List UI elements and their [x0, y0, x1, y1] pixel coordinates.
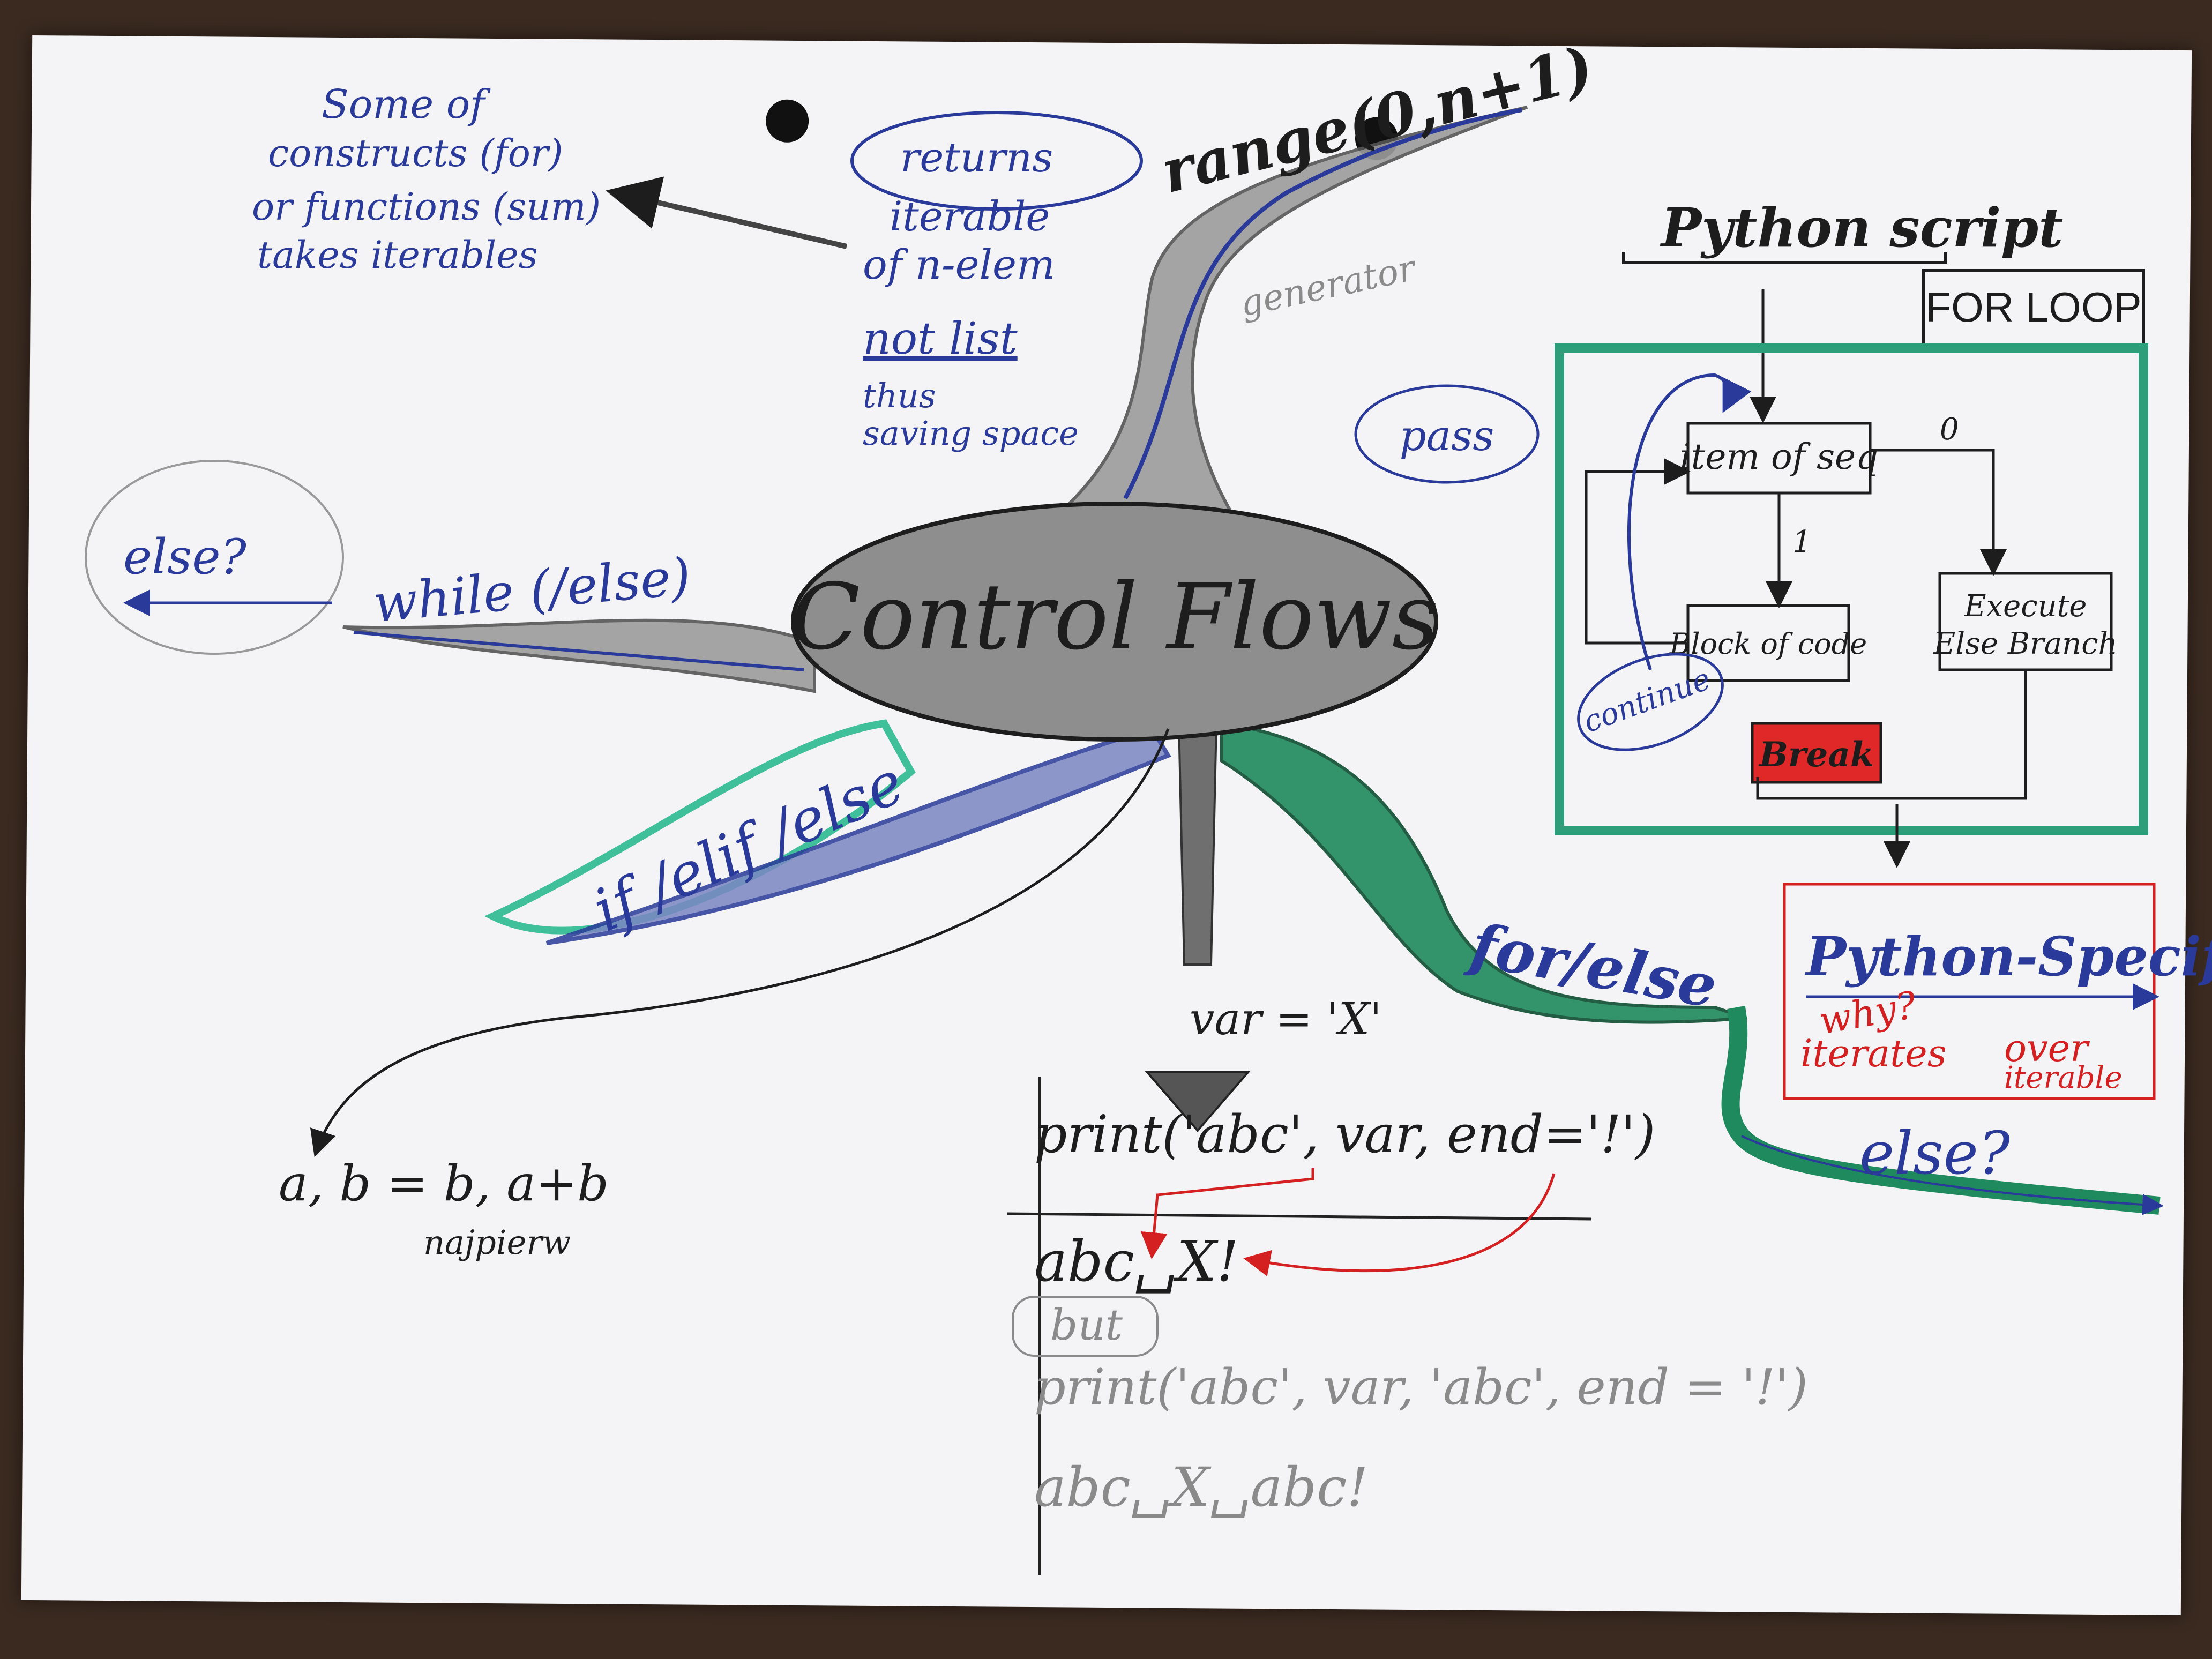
flow-continue-bubble [1577, 653, 1724, 751]
flow-edge-exit [1756, 670, 2027, 800]
print-assign: var = 'X' [1190, 994, 1382, 1045]
range-note-notlist: not list [863, 313, 1018, 364]
print-divider [1007, 1212, 1592, 1221]
print-red-arrow-2 [1140, 1168, 1314, 1259]
flow-edge-zero: 0 [1940, 412, 1959, 447]
python-specific-note-over: over [2004, 1026, 2090, 1070]
flow-node-block-label: Block of code [1669, 627, 1867, 661]
iterables-note-1: Some of [322, 81, 491, 128]
pass-label: pass [1400, 412, 1494, 460]
print-output: abc␣X! [1034, 1229, 1239, 1294]
flow-continue-arrow [1627, 373, 1752, 670]
flow-node-else-label-1: Execute [1964, 589, 2087, 624]
center-node [791, 502, 1438, 742]
iterables-note-4: takes iterables [257, 233, 538, 277]
swap-arrow [310, 728, 1170, 1157]
print-code-2: print('abc', var, 'abc', end = '!') [1034, 1358, 1808, 1416]
range-branch-ink [1123, 108, 1522, 499]
range-note-thus: thus [863, 376, 936, 415]
but-box [1012, 1296, 1159, 1357]
flow-edge-iter-else [1870, 449, 2007, 576]
python-specific-note-iterable: iterable [2004, 1060, 2123, 1095]
while-else-bubble [85, 460, 344, 655]
returns-loop [850, 111, 1143, 211]
while-branch-ink [353, 631, 804, 671]
flow-frame [1555, 343, 2148, 835]
range-note-saving: saving space [863, 414, 1079, 453]
range-note-iterable: iterable [890, 192, 1050, 240]
print-code: print('abc', var, end='!') [1034, 1104, 1655, 1164]
flow-break-box [1751, 722, 1882, 784]
range-note-returns: returns [900, 133, 1053, 181]
swap-code: a, b = b, a+b [279, 1155, 609, 1212]
range-note-nelem: of n-elem [863, 241, 1055, 288]
while-branch [342, 618, 816, 693]
flow-title: FOR LOOP [1925, 283, 2141, 331]
print-output-2: abc␣X␣abc! [1034, 1456, 1368, 1519]
flow-edge-one: 1 [1792, 525, 1812, 559]
flow-heading: Python script [1660, 196, 2063, 259]
iterables-note-3: or functions (sum) [252, 185, 601, 229]
iterables-note-2: constructs (for) [268, 131, 563, 175]
print-red-arrow [1243, 1173, 1556, 1276]
pass-bubble [1354, 384, 1540, 484]
flow-heading-bracket [1622, 252, 1947, 264]
if-branch [545, 726, 1171, 945]
but-label: but [1050, 1300, 1123, 1350]
generator-label: generator [1236, 247, 1421, 325]
for-branch [1220, 721, 1747, 1024]
while-else-label: else? [123, 529, 246, 585]
flow-node-iter-label: item of seq [1680, 436, 1879, 477]
for-else-ribbon [1721, 1005, 2161, 1215]
python-specific-note-iterates: iterates [1800, 1032, 1947, 1075]
range-label: range(0,n+1) [1155, 33, 1600, 206]
for-else-arrow [1741, 1135, 2164, 1216]
swap-note: najpierw [423, 1223, 571, 1262]
print-arrow-head [1144, 1071, 1251, 1133]
center-title: Control Flows [790, 564, 1439, 670]
iterables-arrow [606, 176, 848, 249]
print-arrow-shaft [1177, 722, 1218, 966]
for-else-label: else? [1859, 1119, 2011, 1187]
flow-break-label: Break [1758, 735, 1874, 775]
python-specific-title: Python-Specific [1804, 925, 2212, 988]
flow-node-else-label-2: Else Branch [1933, 626, 2117, 661]
